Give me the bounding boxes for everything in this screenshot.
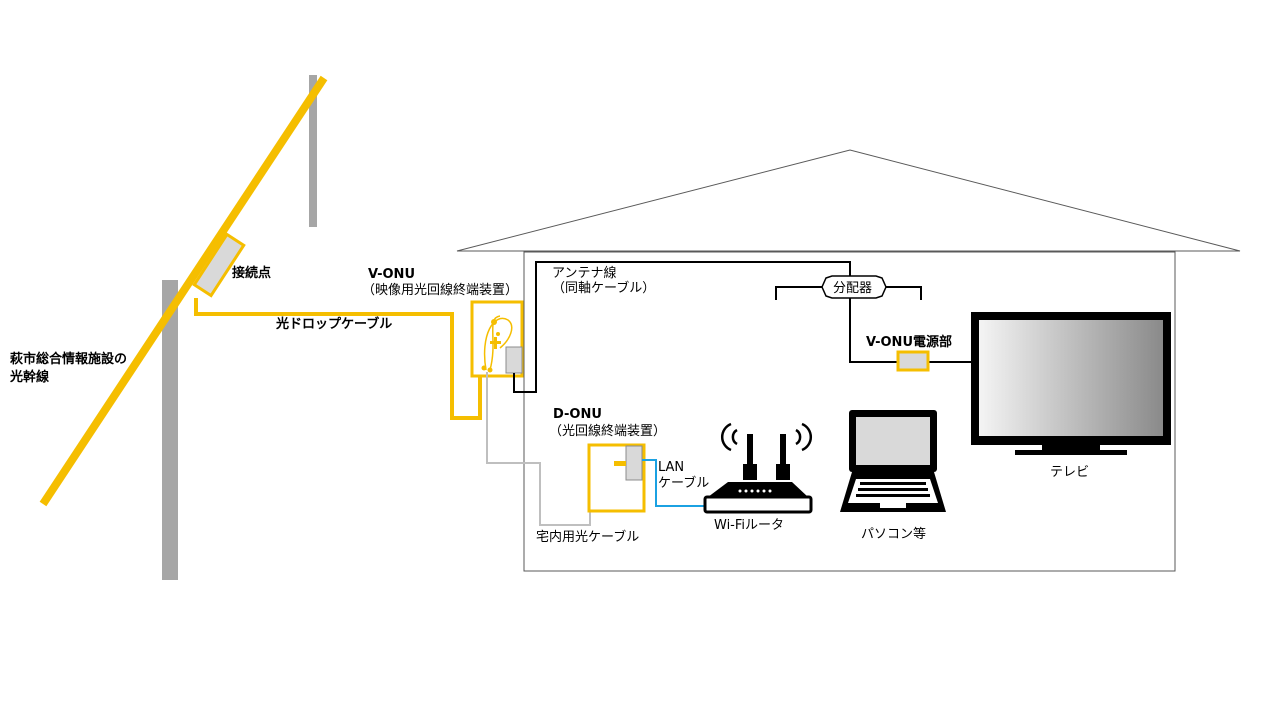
house-roof: [456, 149, 1241, 252]
v-onu-device: [470, 300, 524, 378]
antenna-line-label-2: （同軸ケーブル）: [552, 280, 655, 296]
lan-cable: [642, 459, 716, 507]
v-onu-power-label: V-ONU電源部: [866, 334, 952, 350]
coax-cable-to-power: [849, 287, 898, 363]
antenna-line-label-1: アンテナ線: [552, 265, 616, 281]
laptop-icon: [840, 410, 946, 512]
lan-label-2: ケーブル: [658, 475, 709, 491]
router-label: Wi-Fiルータ: [714, 518, 784, 533]
d-onu-desc: （光回線終端装置）: [549, 423, 666, 439]
house-wall: [523, 251, 1176, 572]
v-onu-title: V-ONU: [368, 267, 415, 282]
fiber-drop-cable: [194, 298, 482, 420]
trunk-line-label-1: 萩市総合情報施設の: [9, 351, 127, 367]
coax-cable: [513, 261, 851, 393]
fiber-trunk-line: [39, 75, 328, 507]
d-onu-device: [587, 443, 646, 513]
television-icon: [971, 312, 1171, 455]
drop-cable-label: 光ドロップケーブル: [275, 316, 392, 332]
trunk-line-label-2: 光幹線: [9, 369, 50, 385]
connection-point-box: [192, 232, 246, 298]
router-icon: [703, 434, 813, 514]
lan-label-1: LAN: [658, 460, 684, 475]
indoor-cable-label: 宅内用光ケーブル: [536, 529, 639, 545]
pc-label: パソコン等: [861, 526, 926, 542]
v-onu-desc: （映像用光回線終端装置）: [362, 282, 518, 298]
v-onu-power-unit: [896, 350, 930, 372]
splitter-label: 分配器: [833, 281, 872, 296]
connection-point-label: 接続点: [232, 265, 271, 281]
utility-pole-icon: [162, 280, 178, 580]
splitter-box: [821, 275, 887, 299]
d-onu-title: D-ONU: [553, 407, 602, 422]
antenna-icon: [721, 422, 812, 452]
utility-pole-back-icon: [309, 75, 317, 227]
tv-label: テレビ: [1050, 465, 1089, 480]
